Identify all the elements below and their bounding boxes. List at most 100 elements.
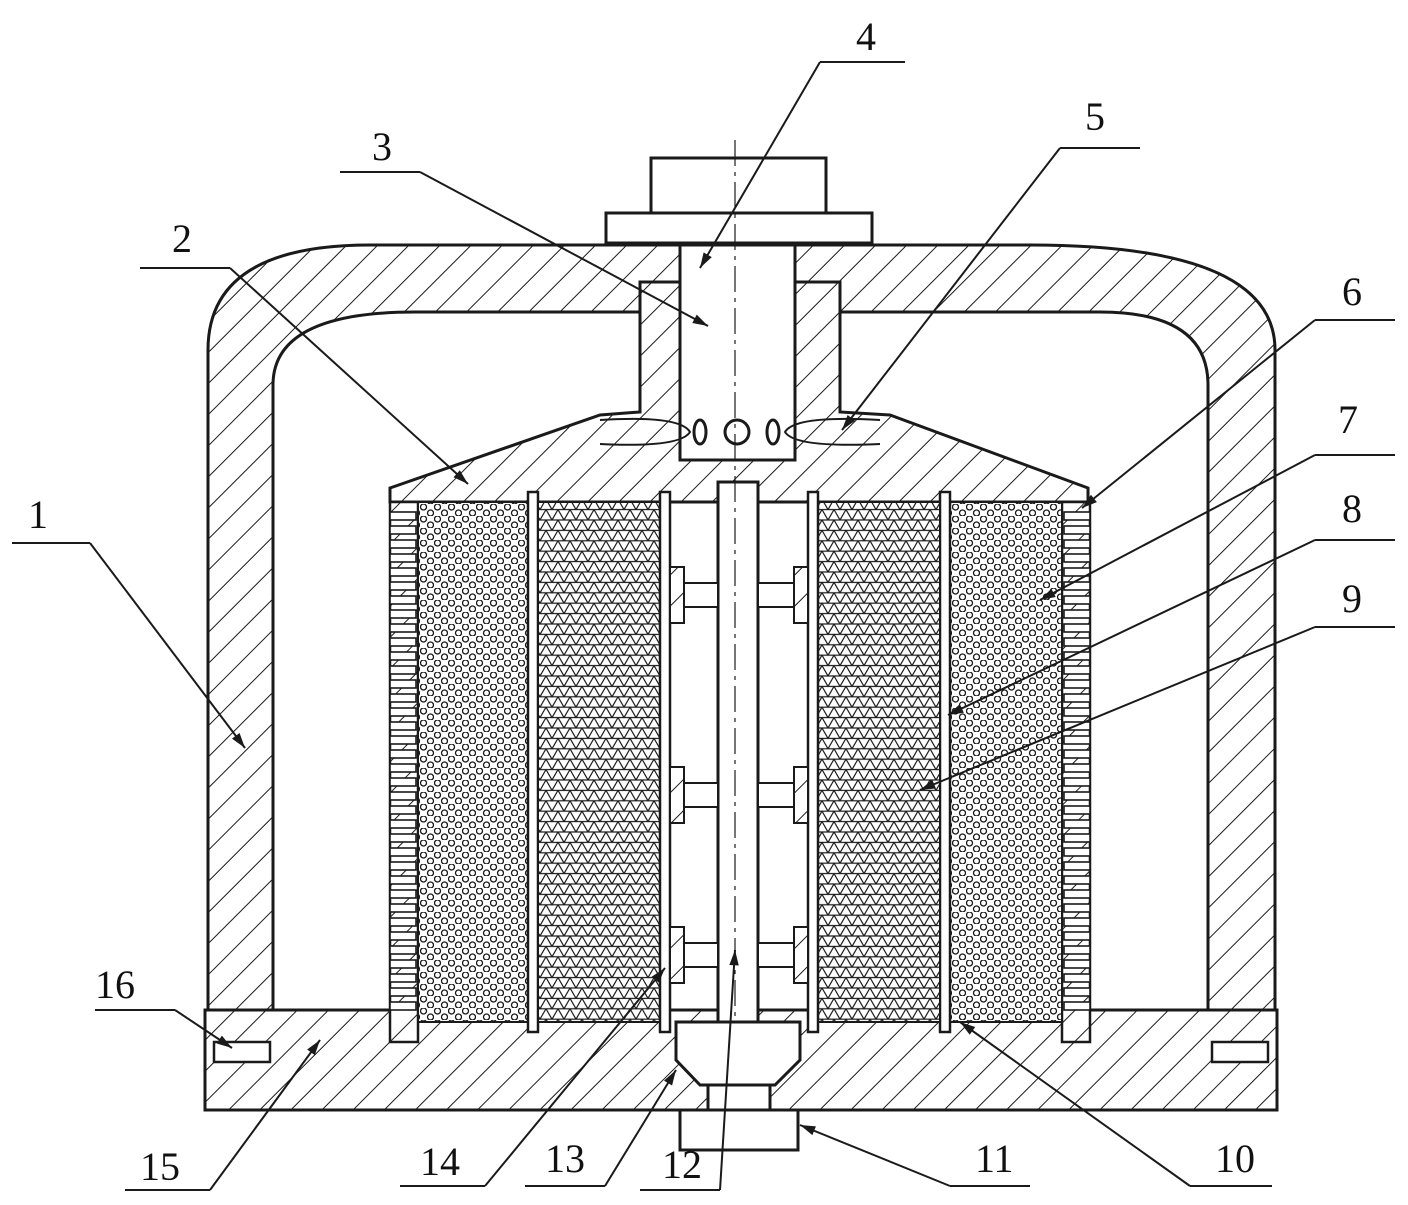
fin (1063, 763, 1091, 773)
leader-arrowhead (700, 252, 712, 268)
fin (389, 987, 417, 997)
fin (389, 539, 417, 549)
inner-tube-wall-right (806, 490, 820, 1034)
fin (1063, 1001, 1091, 1011)
fin (389, 581, 417, 591)
fin (1063, 777, 1091, 787)
leader-arrowhead (307, 1040, 320, 1056)
callout-10: 10 (1215, 1136, 1255, 1181)
bottom-nozzle (674, 1020, 802, 1087)
callout-15: 15 (140, 1144, 180, 1189)
fin (389, 525, 417, 535)
spacer-brackets (669, 566, 809, 984)
central-shaft (716, 480, 760, 1044)
leader-arrowhead (1082, 494, 1097, 508)
fin (389, 651, 417, 661)
leader-arrowhead (692, 314, 708, 326)
side-port-left (599, 417, 692, 446)
leader-arrowhead (453, 470, 468, 484)
leader-arrowhead (663, 1070, 676, 1086)
fin (1063, 609, 1091, 619)
fin (389, 861, 417, 871)
leader-arrowhead (729, 950, 739, 966)
callout-5: 5 (1085, 94, 1105, 139)
bracket-arm-left (683, 942, 719, 968)
callout-6: 6 (1342, 269, 1362, 314)
leader-line (229, 267, 469, 485)
distribution-hole (723, 418, 751, 446)
fin (1063, 819, 1091, 829)
callout-13: 13 (545, 1136, 585, 1181)
fin (389, 595, 417, 605)
side-port-right (783, 417, 881, 446)
fin (389, 749, 417, 759)
fin (389, 679, 417, 689)
leader-lines (12, 61, 1395, 1191)
bracket-left (669, 566, 685, 624)
fin (1063, 665, 1091, 675)
leader-line (419, 171, 709, 327)
leader-line (1039, 454, 1316, 601)
fin (389, 665, 417, 675)
fin (389, 903, 417, 913)
inner-mesh-right (817, 501, 941, 1023)
fin (1063, 973, 1091, 983)
fin (389, 567, 417, 577)
fin (1063, 749, 1091, 759)
bracket-arm-right (757, 942, 795, 968)
fin (1063, 931, 1091, 941)
bracket-arm-right (757, 782, 795, 808)
fin (1063, 735, 1091, 745)
inner-mesh-left (537, 501, 661, 1023)
bracket-right (793, 566, 809, 624)
outer-honeycomb-left (417, 501, 529, 1023)
outlet-flange (678, 1108, 800, 1152)
inner-tube-wall-left (658, 490, 672, 1034)
fin (1063, 525, 1091, 535)
callout-2: 2 (172, 216, 192, 261)
fin (1063, 693, 1091, 703)
fin (389, 917, 417, 927)
leader-line (947, 539, 1316, 716)
bracket-arm-left (683, 582, 719, 608)
fin (389, 959, 417, 969)
fin (1063, 567, 1091, 577)
fin (1063, 889, 1091, 899)
fin (389, 553, 417, 563)
outer-honeycomb-right (949, 501, 1063, 1023)
callout-9: 9 (1342, 576, 1362, 621)
fin (389, 707, 417, 717)
fin (1063, 833, 1091, 843)
leader-arrowhead (232, 732, 245, 748)
fin (1063, 861, 1091, 871)
fins-right (1063, 511, 1091, 1011)
leader-line (484, 967, 666, 1187)
fin (1063, 917, 1091, 927)
callout-12: 12 (662, 1142, 702, 1187)
fin (389, 973, 417, 983)
leader-line (89, 542, 246, 749)
fin (1063, 581, 1091, 591)
fin (389, 623, 417, 633)
leader-line (209, 1039, 321, 1191)
fin (1063, 637, 1091, 647)
central-channel (678, 243, 797, 462)
fin (1063, 651, 1091, 661)
callout-16: 16 (95, 962, 135, 1007)
bracket-left (669, 766, 685, 824)
fin (389, 889, 417, 899)
bracket-right (793, 766, 809, 824)
separator-screen-right (938, 490, 952, 1034)
outer-housing (206, 243, 1277, 1042)
fin (389, 791, 417, 801)
leader-arrowhead (216, 1035, 232, 1048)
bracket-arm-left (683, 782, 719, 808)
leader-arrowhead (842, 415, 856, 430)
leader-arrowhead (948, 704, 964, 715)
callout-1: 1 (28, 492, 48, 537)
fin (389, 721, 417, 731)
callout-3: 3 (372, 124, 392, 169)
fin (389, 511, 417, 521)
leader-line (699, 61, 821, 269)
